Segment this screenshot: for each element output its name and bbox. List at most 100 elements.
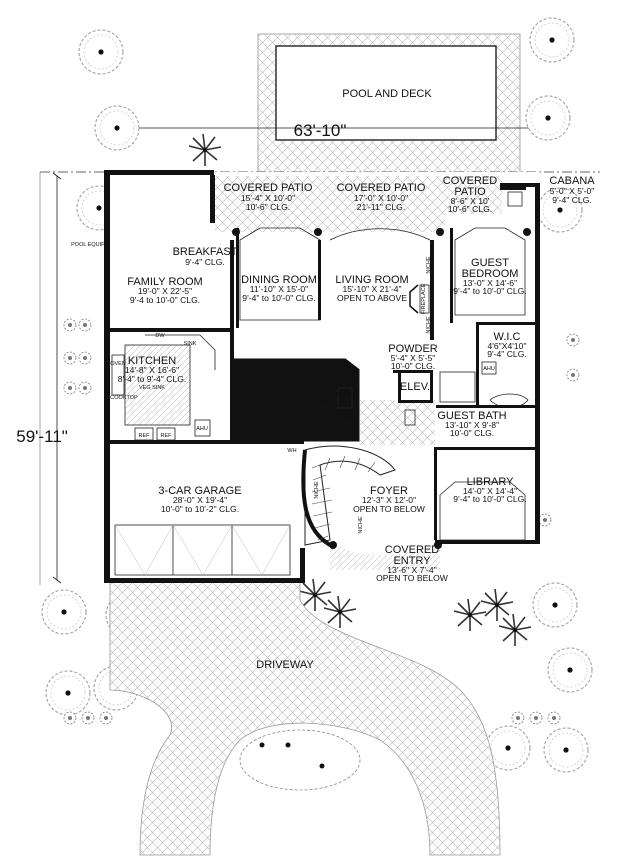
palm-icon — [498, 613, 532, 647]
driveway-label: DRIVEWAY — [256, 659, 314, 671]
width-dimension: 63'-10" — [294, 121, 347, 140]
palm-icon — [323, 595, 357, 629]
guest-bath-name: GUEST BATH — [437, 410, 506, 422]
pool — [275, 45, 497, 141]
guest-bath-size: 13'-10" X 9'-8" — [445, 420, 499, 430]
kitchen-name: KITCHEN — [128, 355, 176, 367]
palm-icon — [480, 588, 514, 622]
ref-label-2: REF — [161, 433, 173, 439]
tree-icon — [78, 29, 124, 75]
tree-icon — [532, 582, 578, 628]
guest-bath-ceiling: 10'-0" CLG. — [450, 428, 494, 438]
ahu-label-2: AHU — [483, 366, 495, 372]
living-ceiling: OPEN TO ABOVE — [337, 293, 407, 303]
living-name: LIVING ROOM — [335, 274, 408, 286]
shrub-icon — [78, 381, 92, 395]
shrub-icon — [547, 711, 561, 725]
dining-size: 11'-10" X 15'-0" — [250, 284, 308, 294]
staircase — [304, 445, 396, 546]
powder-size: 5'-4" X 5'-5" — [391, 353, 436, 363]
shrub-icon — [63, 381, 77, 395]
niche-label-4: NICHE — [358, 516, 364, 533]
breakfast-name: BREAKFAST — [173, 246, 238, 258]
niche-label-1: NICHE — [426, 256, 432, 273]
tree-icon — [41, 589, 87, 635]
shrub-icon — [78, 351, 92, 365]
tree-icon — [45, 670, 91, 716]
depth-dimension: 59'-11" — [16, 427, 68, 446]
labels: 63'-10" 59'-11" POOL AND DECK CABANA 5'-… — [16, 88, 595, 671]
cabana-name: CABANA — [549, 175, 595, 187]
cabana-size: 5'-0" X 5'-0" — [550, 186, 595, 196]
palm-icon — [188, 133, 222, 167]
foyer-size: 12'-3" X 12'-0" — [362, 495, 416, 505]
dw-label: DW — [155, 333, 165, 339]
shrub-icon — [529, 711, 543, 725]
shrub-icon — [538, 513, 552, 527]
patio-right-ceiling: 10'-6" CLG. — [448, 204, 492, 214]
media-ceiling: 9'-4" to 10'-0" CLG. — [256, 413, 329, 423]
palm-icon — [453, 598, 487, 632]
niche-label-2: NICHE — [426, 316, 432, 333]
garage-name: 3-CAR GARAGE — [158, 485, 241, 497]
shrub-icon — [566, 333, 580, 347]
tree-icon — [529, 17, 575, 63]
entry-name2: ENTRY — [393, 555, 431, 567]
entry-size: 13'-6" X 7'-4" — [387, 565, 437, 575]
fireplace-label: FIREPLACE — [421, 283, 427, 314]
family-size: 19'-0" X 22'-5" — [138, 286, 192, 296]
guest-bedroom-name2: BEDROOM — [462, 268, 519, 280]
shrub-icon — [566, 368, 580, 382]
patio-right-size: 8'-6" X 10' — [451, 196, 490, 206]
wic-size: 4'6"X4'10" — [487, 341, 526, 351]
powder-name: POWDER — [388, 343, 438, 355]
dining-ceiling: 9'-4" to 10'-0" CLG. — [242, 293, 315, 303]
living-size: 15'-10" X 21'-4" — [342, 284, 401, 294]
patio-left-size: 15'-4" X 10'-0" — [241, 193, 295, 203]
shrub-icon — [63, 711, 77, 725]
site-landscape — [39, 17, 600, 856]
ahu-label-1: AHU — [196, 426, 208, 432]
guest-bedroom-size: 13'-0" X 14'-6" — [463, 278, 517, 288]
family-name: FAMILY ROOM — [127, 276, 202, 288]
veg-sink-label: VEG SINK — [139, 385, 165, 391]
pool-label: POOL AND DECK — [342, 88, 432, 100]
shrub-icon — [81, 711, 95, 725]
wic-ceiling: 9'-4" CLG. — [487, 349, 527, 359]
shrub-icon — [99, 711, 113, 725]
kitchen-ceiling: 8'-4" to 9'-4" CLG. — [118, 374, 187, 384]
guest-bedroom-ceiling: 9'-4" to 10'-0" CLG. — [453, 286, 526, 296]
shrub-icon — [511, 711, 525, 725]
shrub-icon — [63, 351, 77, 365]
patio-mid-name: COVERED PATIO — [337, 182, 426, 194]
niche-label-3: NICHE — [314, 481, 320, 498]
patio-left-name: COVERED PATIO — [224, 182, 313, 194]
wh-label: WH — [287, 448, 296, 454]
pool-equip-label: POOL EQUIP — [71, 242, 105, 248]
library-ceiling: 9'-4" to 10'-0" CLG. — [453, 494, 526, 504]
kitchen-size: 14'-8" X 16'-6" — [125, 365, 179, 375]
tree-icon — [547, 647, 593, 693]
shrub-icon — [63, 318, 77, 332]
patio-mid-ceiling: 21'-11" CLG. — [357, 202, 405, 212]
breakfast-ceiling: 9'-4" CLG. — [185, 257, 225, 267]
entry-name: COVERED — [385, 544, 439, 556]
library-size: 14'-0" X 14'-4" — [463, 486, 517, 496]
wic-name: W.I.C — [494, 331, 521, 343]
patio-mid-size: 17'-0" X 10'-0" — [354, 193, 408, 203]
building — [104, 170, 540, 583]
entry-ceiling: OPEN TO BELOW — [376, 573, 449, 583]
library-name: LIBRARY — [467, 476, 515, 488]
family-ceiling: 9'-4 to 10'-0" CLG. — [130, 295, 200, 305]
shrub-icon — [78, 318, 92, 332]
tree-icon — [543, 727, 589, 773]
tree-icon — [525, 95, 571, 141]
tree-icon — [94, 105, 140, 151]
oven-label: OVEN — [110, 361, 126, 367]
foyer-name: FOYER — [370, 485, 408, 497]
ref-label-1: REF — [139, 433, 151, 439]
media-sink-label: SINK — [341, 416, 354, 422]
elev-name: ELEV. — [400, 381, 430, 393]
garage-ceiling: 10'-0" to 10'-2" CLG. — [161, 504, 239, 514]
